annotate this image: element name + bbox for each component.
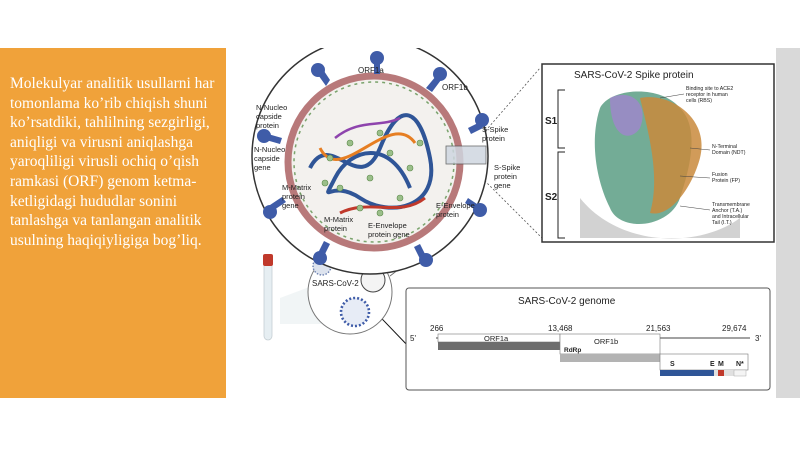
genome-e: E (710, 361, 715, 368)
text-panel: Molekulyar analitik usullarni har tomonl… (0, 48, 226, 398)
label-s-gene-1: S-Spike (494, 163, 520, 172)
spike-rbs-1: Binding site to ACE2 (686, 86, 733, 92)
genome-rdrp: RdRp (564, 347, 581, 354)
label-e-protein-1: E-Envelope (436, 201, 475, 210)
genome-n: N* (736, 361, 744, 368)
genome-s-gene-bar (660, 370, 714, 376)
spike-tm-4: Tail (I.T.) (712, 220, 732, 226)
spike-s2-label: S2 (545, 192, 558, 203)
label-m-gene-2: protein (282, 192, 305, 201)
label-e-protein-2: protein (436, 210, 459, 219)
small-virion-label: SARS-CoV-2 (312, 279, 359, 288)
spike-title: SARS-CoV-2 Spike protein (574, 70, 694, 81)
genome-m: M (718, 361, 724, 368)
sars-cov-2-figure: SARS-CoV-2 (240, 48, 776, 398)
genome-panel: SARS-CoV-2 genome 5' 3' 266 13,468 21,56… (405, 287, 771, 391)
label-n-protein-1: N-Nucleo (256, 103, 287, 112)
spike-tm-3: and Intracellular (712, 214, 749, 220)
label-n-gene-1: N-Nucleo (254, 145, 285, 154)
label-e-gene-2: protein gene (368, 230, 410, 239)
label-m-gene-3: gene (282, 201, 299, 210)
right-edge-bar (776, 48, 800, 398)
label-orf1b: ORF1b (442, 83, 468, 92)
spike-proteins (257, 51, 489, 267)
figure-svg: SARS-CoV-2 (251, 48, 775, 391)
label-n-protein-2: capside (256, 112, 282, 121)
label-m-protein-1: M-Matrix (324, 215, 353, 224)
label-n-protein-3: protein (256, 121, 279, 130)
label-s-gene-2: protein (494, 172, 517, 181)
genome-title: SARS-CoV-2 genome (518, 296, 616, 307)
label-s-protein-2: protein (482, 134, 505, 143)
spike-tm-2: Anchor (T.A.) (712, 208, 743, 214)
label-s-protein-1: S-Spike (482, 125, 508, 134)
spike-protein-panel: SARS-CoV-2 Spike protein S1 S2 Binding s… (541, 63, 775, 243)
spike-fp-2: Protein (FP) (712, 178, 740, 184)
panel-body-text: Molekulyar analitik usullarni har tomonl… (10, 75, 215, 249)
label-n-gene-2: capside (254, 154, 280, 163)
label-s-gene-3: gene (494, 181, 511, 190)
genome-orf1b: ORF1b (594, 337, 618, 346)
genome-pos-21563: 21,563 (646, 324, 671, 333)
label-m-protein-2: protein (324, 224, 347, 233)
label-m-gene-1: M-Matrix (282, 183, 311, 192)
spike-ntd-1: N-Terminal (712, 144, 737, 150)
genome-pos-29674: 29,674 (722, 324, 747, 333)
genome-orf1a: ORF1a (484, 334, 509, 343)
label-n-gene-3: gene (254, 163, 271, 172)
label-e-gene-1: E-Envelope (368, 221, 407, 230)
spike-s1-label: S1 (545, 116, 558, 127)
spike-rbs-3: cells (RBS) (686, 98, 712, 104)
genome-s: S (670, 361, 675, 368)
genome-3prime: 3' (755, 334, 761, 343)
spike-tm-1: Transmembrane (712, 202, 750, 208)
rna-strand (308, 113, 434, 210)
spike-fp-1: Fusion (712, 172, 728, 178)
virion-diagram: ORF1a ORF1b N-Nucleo capside protein N-N… (251, 48, 520, 275)
label-orf1a: ORF1a (358, 66, 384, 75)
spike-rbs-2: receptor in human (686, 92, 728, 98)
genome-5prime: 5' (410, 334, 416, 343)
genome-pos-266: 266 (430, 324, 444, 333)
genome-pos-13468: 13,468 (548, 324, 573, 333)
spike-ntd-2: Domain (NDT) (712, 150, 746, 156)
spike-zoom-box (445, 145, 487, 165)
